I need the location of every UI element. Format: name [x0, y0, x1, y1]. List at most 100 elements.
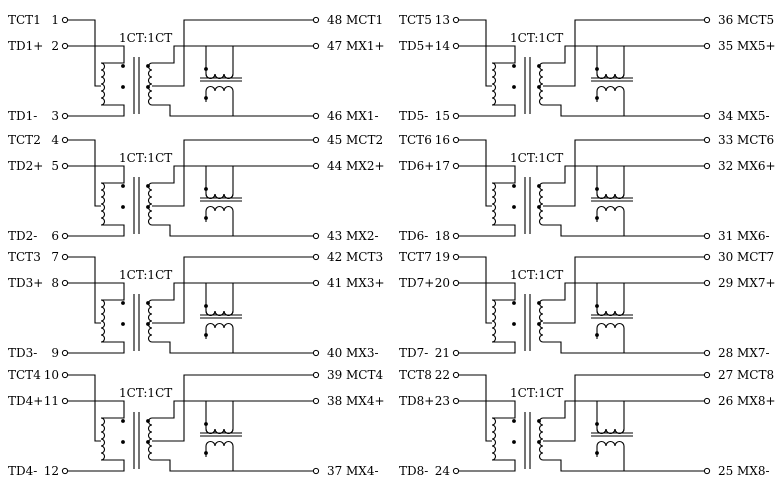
tdm-label: TD8-	[399, 464, 428, 478]
polarity-dot	[512, 301, 516, 305]
tct-pin-number: 10	[44, 368, 59, 382]
polarity-dot	[146, 64, 150, 68]
tdp-label: TD2+	[8, 159, 43, 173]
pin-terminal	[61, 136, 69, 144]
mct-label: MCT7	[737, 250, 774, 264]
polarity-dot	[595, 451, 599, 455]
polarity-dot	[146, 440, 150, 444]
tdp-pin-number: 14	[435, 39, 451, 53]
pin-terminal	[312, 371, 320, 379]
mct-label: MCT1	[346, 13, 383, 27]
polarity-dot	[121, 184, 125, 188]
mxp-pin-number: 35	[718, 39, 733, 53]
pin-terminal	[703, 253, 711, 261]
pin-terminal	[312, 467, 320, 475]
pin-terminal	[312, 349, 320, 357]
tct-pin-number: 4	[51, 133, 59, 147]
polarity-dot	[512, 440, 516, 444]
mxp-pin-number: 44	[327, 159, 343, 173]
tdm-label: TD1-	[8, 109, 37, 123]
polarity-dot	[121, 419, 125, 423]
mxp-pin-number: 26	[718, 394, 733, 408]
mxm-pin-number: 40	[327, 346, 342, 360]
mct-label: MCT2	[346, 133, 383, 147]
tdm-pin-number: 3	[51, 109, 59, 123]
mxm-pin-number: 34	[718, 109, 734, 123]
mxm-label: MX8-	[737, 464, 770, 478]
mxm-pin-number: 31	[718, 229, 733, 243]
polarity-dot	[146, 85, 150, 89]
polarity-dot	[537, 301, 541, 305]
polarity-dot	[595, 96, 599, 100]
mct-pin-number: 30	[718, 250, 733, 264]
mxp-pin-number: 38	[327, 394, 342, 408]
mxm-pin-number: 28	[718, 346, 733, 360]
tdm-label: TD3-	[8, 346, 37, 360]
mct-pin-number: 45	[327, 133, 342, 147]
polarity-dot	[121, 64, 125, 68]
polarity-dot	[121, 301, 125, 305]
pin-terminal	[312, 16, 320, 24]
mxm-label: MX5-	[737, 109, 770, 123]
ratio-label: 1CT:1CT	[119, 268, 172, 282]
polarity-dot	[146, 184, 150, 188]
tdm-label: TD2-	[8, 229, 37, 243]
polarity-dot	[512, 184, 516, 188]
polarity-dot	[146, 419, 150, 423]
tdp-pin-number: 11	[44, 394, 59, 408]
polarity-dot	[537, 184, 541, 188]
pin-terminal	[703, 42, 711, 50]
mxm-label: MX1-	[346, 109, 379, 123]
polarity-dot	[204, 333, 208, 337]
pin-terminal	[703, 349, 711, 357]
mxp-pin-number: 29	[718, 276, 733, 290]
polarity-dot	[121, 205, 125, 209]
mxm-pin-number: 46	[327, 109, 342, 123]
mxm-pin-number: 37	[327, 464, 342, 478]
tdm-pin-number: 21	[435, 346, 450, 360]
polarity-dot	[204, 422, 208, 426]
tct-label: TCT7	[399, 250, 432, 264]
tdm-pin-number: 9	[51, 346, 59, 360]
pin-terminal	[703, 397, 711, 405]
mct-pin-number: 27	[718, 368, 733, 382]
pin-terminal	[61, 162, 69, 170]
mxm-pin-number: 43	[327, 229, 342, 243]
pin-terminal	[452, 253, 460, 261]
polarity-dot	[121, 322, 125, 326]
polarity-dot	[595, 216, 599, 220]
pin-terminal	[452, 279, 460, 287]
pin-terminal	[312, 397, 320, 405]
tct-label: TCT5	[399, 13, 432, 27]
polarity-dot	[512, 322, 516, 326]
tct-pin-number: 1	[51, 13, 59, 27]
polarity-dot	[512, 64, 516, 68]
pin-terminal	[312, 42, 320, 50]
mxp-label: MX3+	[346, 276, 385, 290]
tct-label: TCT1	[8, 13, 41, 27]
tdp-pin-number: 2	[51, 39, 59, 53]
tct-pin-number: 19	[435, 250, 450, 264]
tdp-label: TD1+	[8, 39, 43, 53]
ratio-label: 1CT:1CT	[510, 268, 563, 282]
pin-terminal	[703, 467, 711, 475]
pin-terminal	[703, 232, 711, 240]
mxp-pin-number: 41	[327, 276, 342, 290]
tdp-label: TD3+	[8, 276, 43, 290]
mxm-label: MX6-	[737, 229, 770, 243]
tdm-pin-number: 24	[435, 464, 451, 478]
pin-terminal	[312, 112, 320, 120]
mxp-label: MX1+	[346, 39, 385, 53]
pin-terminal	[703, 136, 711, 144]
mxp-label: MX6+	[737, 159, 776, 173]
pin-terminal	[61, 279, 69, 287]
polarity-dot	[537, 205, 541, 209]
mct-pin-number: 42	[327, 250, 342, 264]
polarity-dot	[537, 322, 541, 326]
